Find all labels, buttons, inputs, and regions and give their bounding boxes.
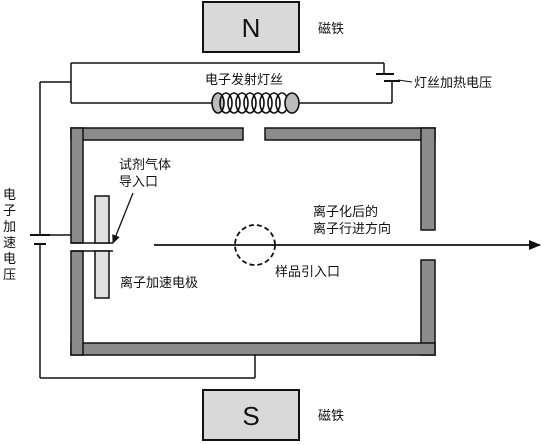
filament-label: 电子发射灯丝: [205, 72, 283, 88]
filament-coil: [211, 92, 300, 114]
chamber-left-upper-wall: [70, 127, 84, 244]
sample-inlet-label: 样品引入口: [275, 265, 340, 280]
chamber-right-lower-wall: [420, 259, 436, 356]
accel-voltage-char-4: 速: [3, 236, 16, 251]
filament-voltage-label: 灯丝加热电压: [414, 76, 492, 91]
chamber-top-left-wall: [70, 127, 244, 141]
filament-voltage-leader: [397, 79, 413, 83]
north-magnet-label: 磁铁: [318, 22, 344, 37]
chamber-left-lower-wall: [70, 250, 84, 356]
ion-electrode-upper: [94, 195, 110, 244]
accel-circuit: [39, 81, 256, 379]
chamber-top-right-wall: [264, 127, 436, 141]
ion-electrode-lower: [94, 250, 110, 299]
south-magnet-label: 磁铁: [318, 409, 344, 424]
north-letter: N: [242, 13, 261, 43]
ion-direction-label-line2: 离子行进方向: [313, 221, 391, 237]
south-magnet: [202, 389, 300, 441]
gas-inlet-label-line1: 试剂气体: [119, 157, 171, 173]
accel-voltage-char-3: 加: [3, 220, 16, 235]
gas-inlet-label-line2: 导入口: [119, 175, 158, 190]
accel-voltage-char-6: 压: [3, 268, 16, 283]
south-letter: S: [242, 401, 259, 431]
gas-inlet-tube: [71, 242, 113, 252]
sample-inlet: [234, 224, 276, 266]
ion-direction-label-line1: 离子化后的: [313, 204, 378, 220]
accel-voltage-char-5: 电: [3, 252, 16, 267]
accel-voltage-char-2: 子: [3, 204, 16, 219]
ion-electrode-label: 离子加速电极: [120, 275, 198, 291]
chamber-bottom-wall: [70, 342, 436, 356]
accel-voltage-char-1: 电: [3, 188, 16, 203]
filament-circuit: [70, 62, 393, 104]
north-magnet: [202, 1, 300, 53]
chamber-right-upper-wall: [420, 127, 436, 231]
filament-battery: [376, 73, 400, 89]
accel-battery: [30, 234, 50, 245]
gas-inlet-pointer: [112, 192, 134, 244]
ion-chamber: [70, 127, 436, 356]
